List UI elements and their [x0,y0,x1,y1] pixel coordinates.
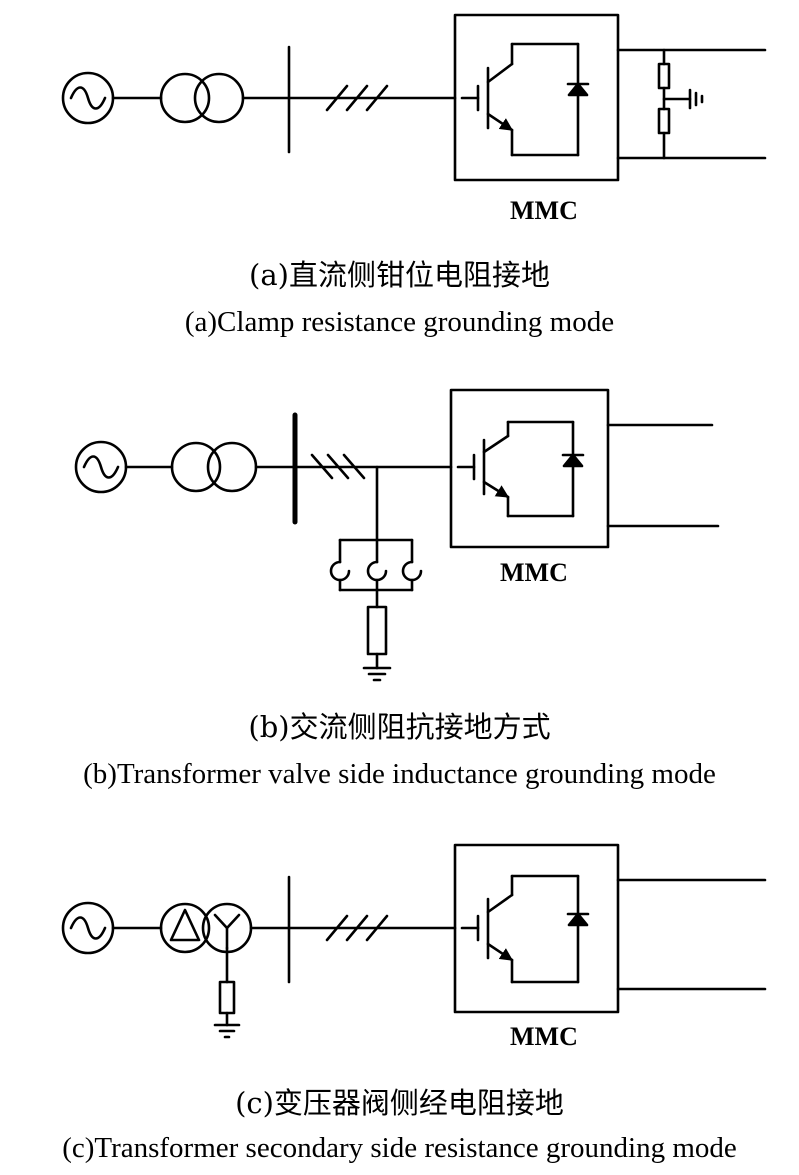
grounding-resistor-icon [366,588,388,670]
igbt-icon [456,420,575,518]
mmc-block [453,843,620,1014]
transformer-icon [159,72,245,124]
caption-b-cn: (b)交流侧阻抗接地方式 [248,710,551,744]
transformer-icon [170,441,258,493]
caption-a-cn: (a)直流侧钳位电阻接地 [249,258,550,292]
three-phase-marker [325,914,389,942]
panel-b-diagram [74,388,720,682]
caption-b-en: (b)Transformer valve side inductance gro… [83,758,716,790]
ac-source-icon [74,440,128,494]
ac-source-icon [61,71,115,125]
three-phase-marker [310,453,366,480]
three-phase-marker [325,84,389,112]
caption-c-en: (c)Transformer secondary side resistance… [62,1132,737,1164]
caption-c-cn: (c)变压器阀侧经电阻接地 [235,1086,564,1120]
mmc-block [449,388,610,549]
ground-icon [662,88,704,110]
mmc-label-a: MMC [510,196,578,225]
igbt-icon [460,42,580,157]
caption-a-en: (a)Clamp resistance grounding mode [184,306,615,338]
diode-icon [561,453,585,468]
ground-icon [213,1023,241,1039]
panel-c-diagram [61,843,767,1039]
mmc-label-b: MMC [500,558,568,587]
igbt-icon [460,874,580,984]
diode-icon [566,82,590,97]
mmc-label-c: MMC [510,1022,578,1051]
diode-icon [566,912,590,927]
mmc-block [453,13,620,182]
panel-a-diagram [61,13,767,182]
ac-source-icon [61,901,115,955]
grounding-resistor-icon [218,946,236,1027]
clamp-resistor-icon [657,48,671,160]
grounding-inductor-icon [329,538,423,592]
ground-icon [362,666,392,682]
delta-wye-transformer-icon [159,902,253,954]
